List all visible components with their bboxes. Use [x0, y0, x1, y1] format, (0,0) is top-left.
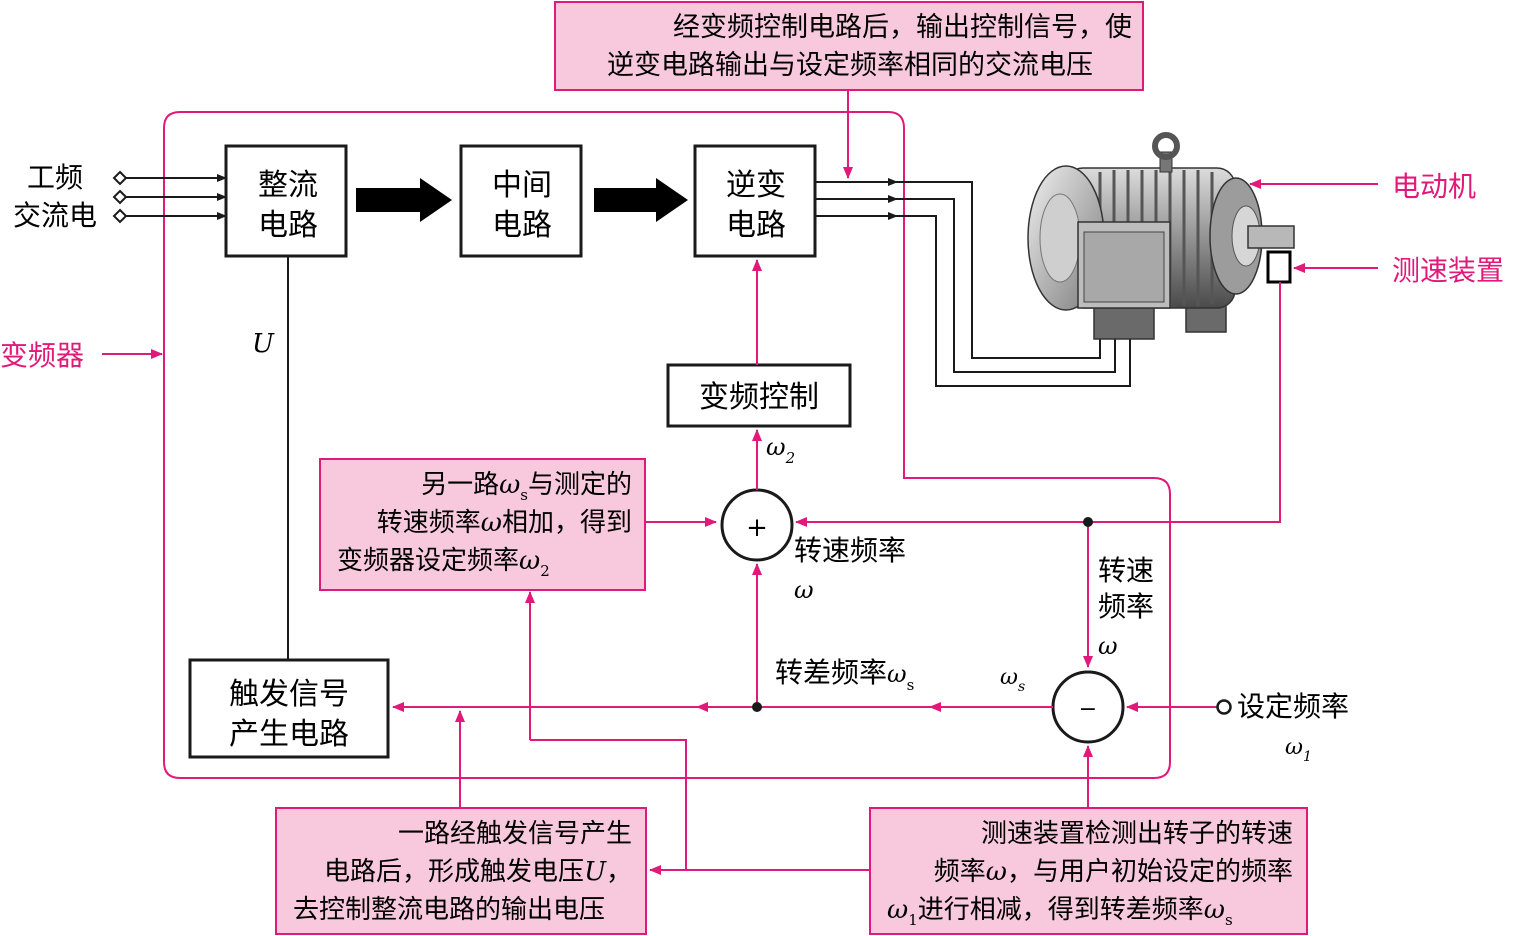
- intermediate-label-1: 中间: [492, 168, 552, 203]
- set-freq-label: 设定频率: [1237, 690, 1349, 723]
- freq-control-label: 变频控制: [699, 380, 819, 415]
- motor-image: [1027, 132, 1295, 340]
- inverter-block: 逆变 电路: [693, 144, 817, 258]
- note-sum-line-1: 另一路ωs与测定的: [421, 470, 632, 504]
- minus-sign: −: [1079, 697, 1097, 722]
- freq-control-block: 变频控制: [666, 363, 852, 428]
- intermediate-block: 中间 电路: [459, 144, 583, 258]
- note-sum: 另一路ωs与测定的 转速频率ω相加，得到 变频器设定频率ω2: [319, 458, 646, 591]
- trigger-label-1: 触发信号: [229, 677, 349, 712]
- voltage-u-label: U: [252, 329, 275, 359]
- subtract-junction: −: [1051, 670, 1125, 744]
- intermediate-label-2: 电路: [492, 208, 552, 243]
- note-sum-line-3: 变频器设定频率ω2: [337, 546, 550, 580]
- trigger-block: 触发信号 产生电路: [188, 658, 390, 759]
- sum-junction: +: [720, 488, 794, 562]
- power-input-terminals: [112, 170, 227, 224]
- omega2-label: ω2: [766, 433, 795, 467]
- inverter-label-2: 电路: [726, 208, 786, 243]
- speed-freq-label-2a: 转速: [1098, 554, 1154, 587]
- motor-label: 电动机: [1392, 170, 1476, 203]
- junction-dot-left: [752, 702, 762, 712]
- note-top: 经变频控制电路后，输出控制信号，使 逆变电路输出与设定频率相同的交流电压: [554, 1, 1144, 91]
- omega-label-1: ω: [794, 576, 814, 604]
- thick-arrow-1: [356, 178, 452, 222]
- motor-output-wires: [815, 178, 1131, 387]
- inverter-label-1: 逆变: [726, 168, 786, 203]
- rectifier-label-2: 电路: [258, 208, 318, 243]
- plus-sign: +: [746, 513, 768, 543]
- trigger-label-2: 产生电路: [229, 717, 349, 752]
- omega1-label: ω1: [1285, 735, 1312, 765]
- signal-lines: [102, 90, 1378, 875]
- power-input-label-2: 交流电: [13, 199, 97, 232]
- note-sensor-line-1: 测速装置检测出转子的转速: [981, 819, 1293, 849]
- inverter-device-label: 变频器: [0, 339, 84, 372]
- rectifier-block: 整流 电路: [224, 144, 348, 258]
- omega-label-2: ω: [1098, 632, 1118, 660]
- rectifier-label-1: 整流: [258, 168, 318, 203]
- slip-freq-label: 转差频率ωs: [775, 656, 914, 694]
- power-input-label-1: 工频: [27, 161, 83, 194]
- inverter-outline: [163, 111, 1171, 779]
- speed-sensor-label: 测速装置: [1392, 254, 1504, 287]
- note-trigger: 一路经触发信号产生 电路后，形成触发电压U， 去控制整流电路的输出电压: [275, 807, 647, 935]
- note-top-line-2: 逆变电路输出与设定频率相同的交流电压: [607, 50, 1093, 81]
- speed-freq-label-2b: 频率: [1098, 590, 1154, 623]
- note-trigger-line-2: 电路后，形成触发电压U，: [324, 857, 632, 887]
- thick-arrow-2: [594, 178, 688, 222]
- note-sum-line-2: 转速频率ω相加，得到: [377, 508, 632, 538]
- set-frequency-terminal[interactable]: [1216, 699, 1232, 715]
- junction-dot-right: [1083, 517, 1093, 527]
- note-sensor-line-2: 频率ω，与用户初始设定的频率: [934, 857, 1293, 887]
- omegas-label: ωs: [1000, 665, 1025, 695]
- speed-freq-label-1: 转速频率: [794, 534, 906, 567]
- note-sensor-line-3: ω1进行相减，得到转差频率ωs: [887, 895, 1233, 929]
- note-trigger-line-1: 一路经触发信号产生: [398, 819, 632, 849]
- note-trigger-line-3: 去控制整流电路的输出电压: [293, 895, 605, 925]
- speed-sensor-box: [1266, 250, 1292, 284]
- note-sensor: 测速装置检测出转子的转速 频率ω，与用户初始设定的频率 ω1进行相减，得到转差频…: [869, 807, 1308, 935]
- note-top-line-1: 经变频控制电路后，输出控制信号，使: [673, 12, 1132, 43]
